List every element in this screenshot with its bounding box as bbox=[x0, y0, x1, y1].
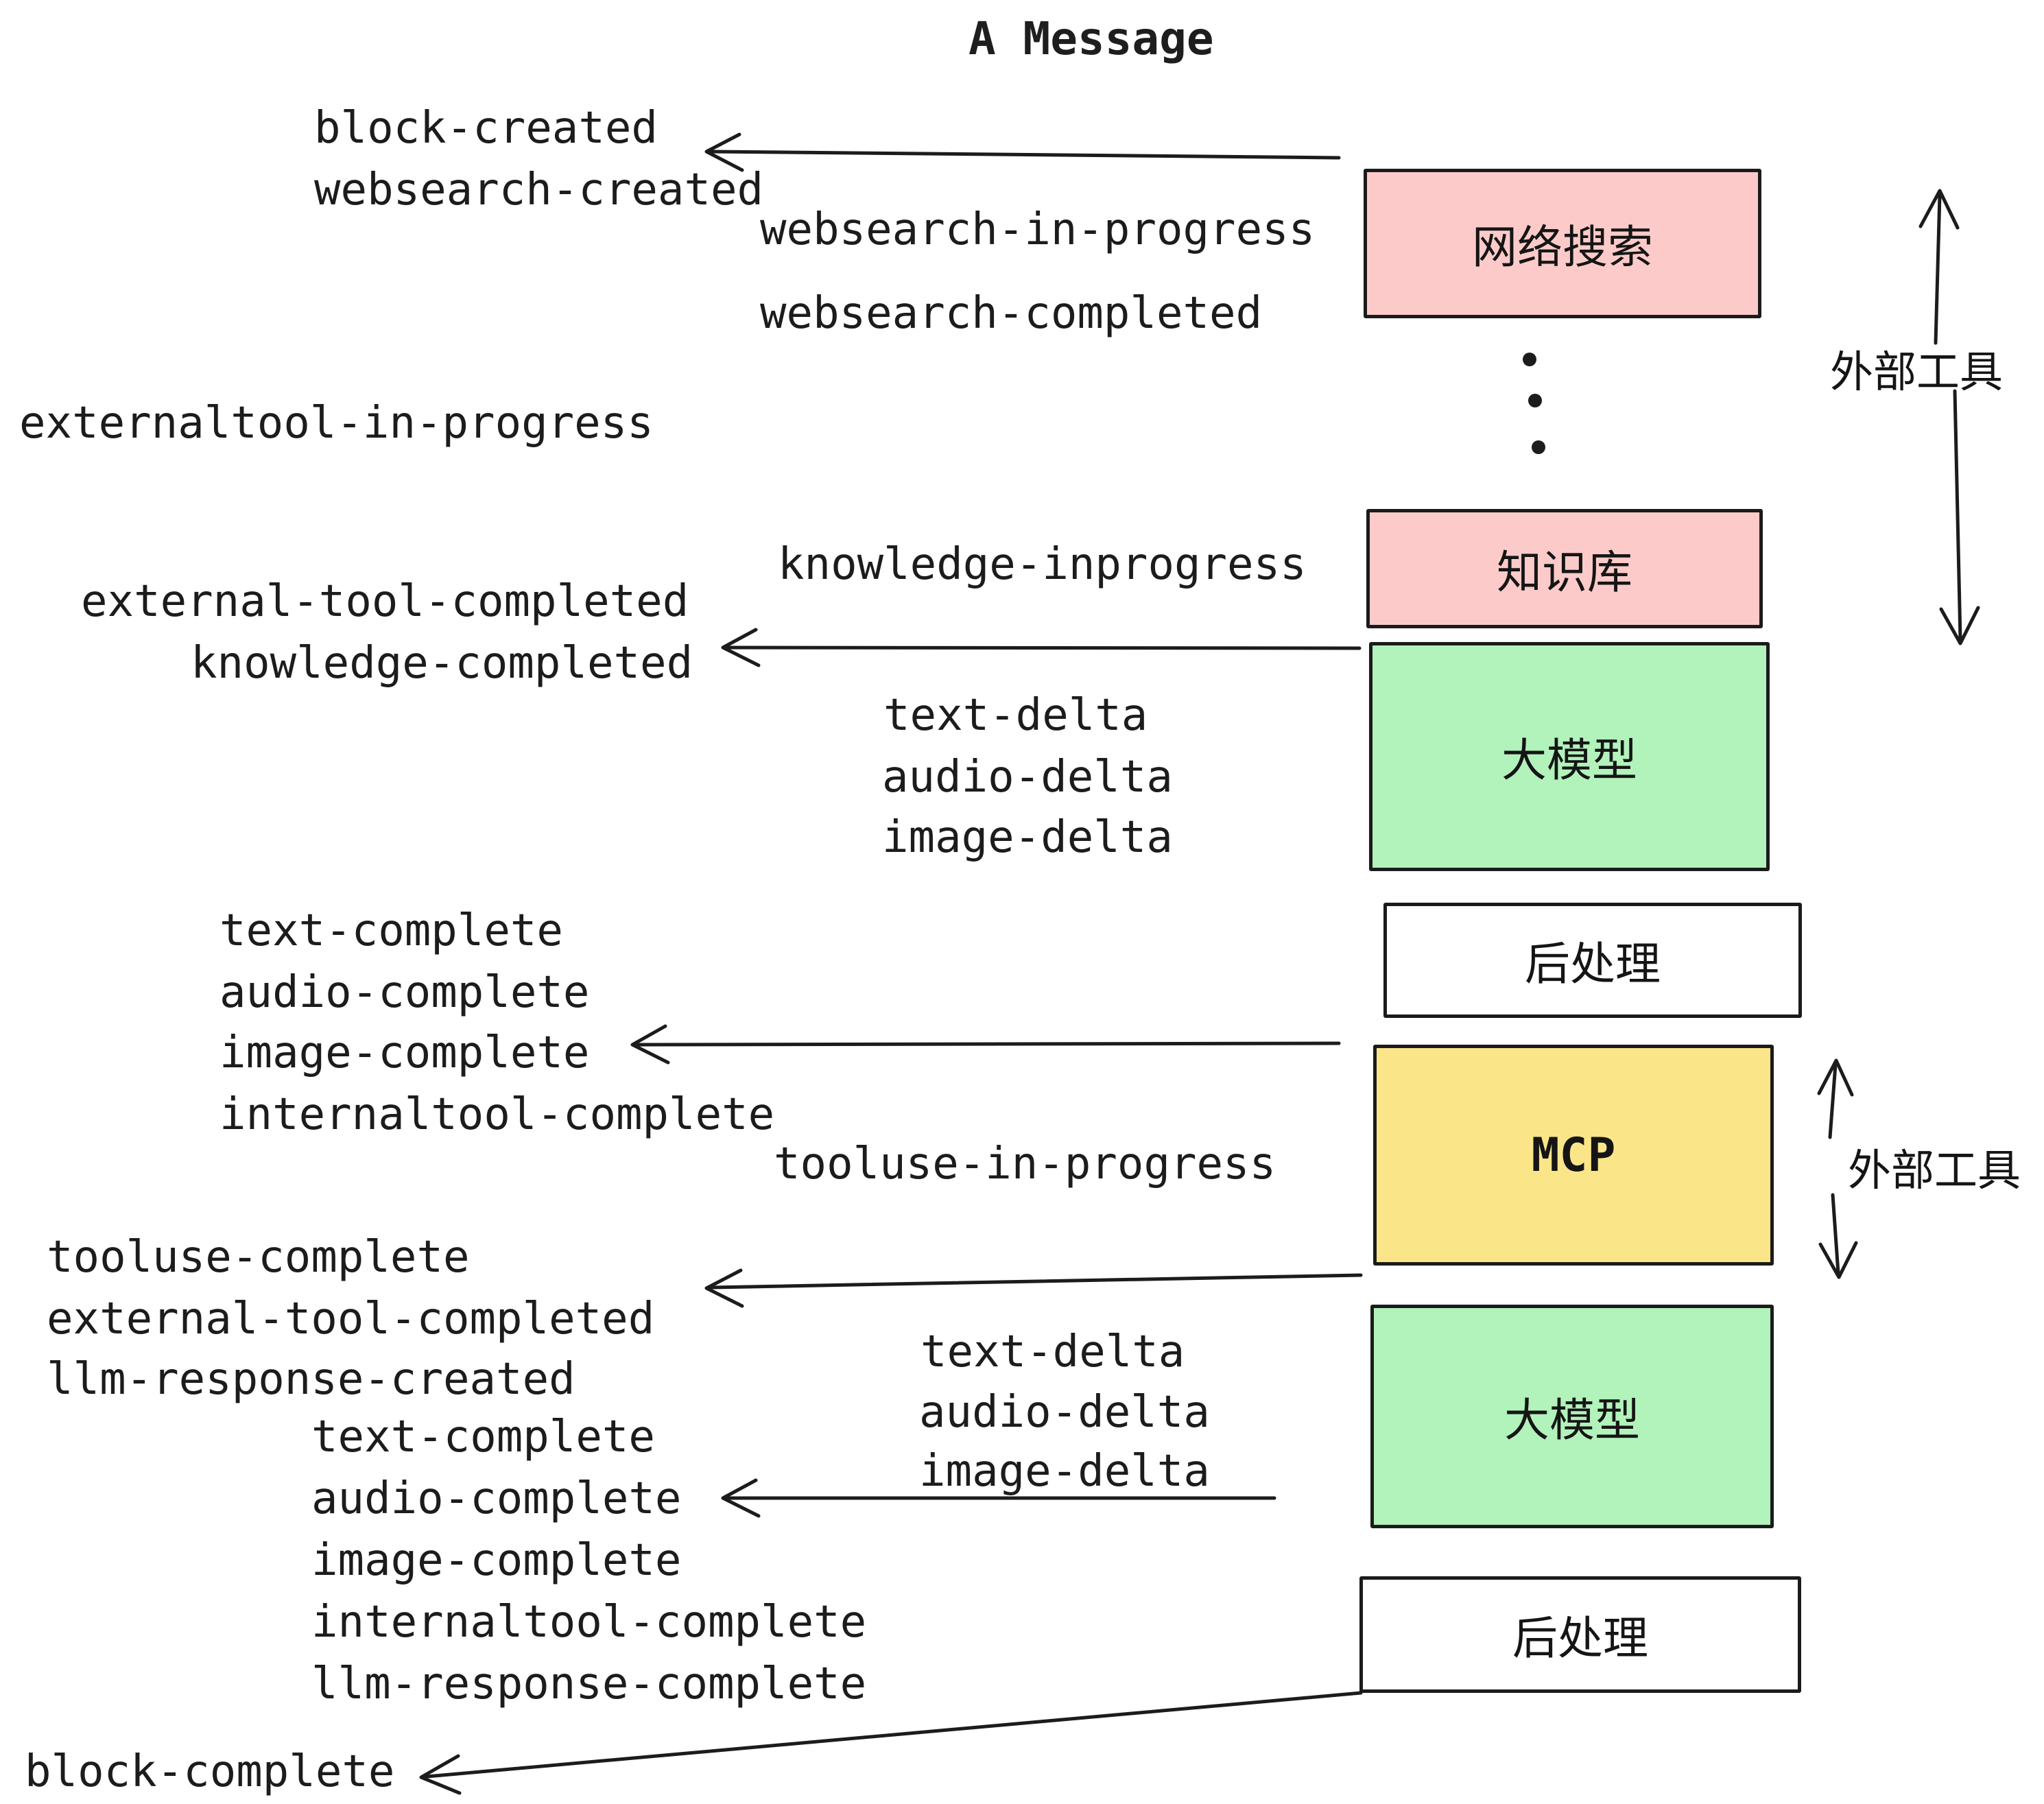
external-tools-up-arrow-top bbox=[1918, 189, 1960, 345]
event-tooluse-complete: tooluse-complete bbox=[47, 1232, 470, 1283]
arrow-to-knowledge-completed bbox=[721, 628, 1362, 667]
event-image-complete-1: image-complete bbox=[219, 1028, 590, 1078]
event-internaltool-complete-2: internaltool-complete bbox=[311, 1597, 867, 1648]
node-llm-2-label: 大模型 bbox=[1504, 1394, 1640, 1447]
event-image-complete-2: image-complete bbox=[311, 1535, 682, 1586]
event-audio-complete-1: audio-complete bbox=[219, 967, 590, 1018]
event-knowledge-completed: knowledge-completed bbox=[191, 638, 693, 689]
external-tools-label-top: 外部工具 bbox=[1830, 347, 2003, 397]
node-knowledge-label: 知识库 bbox=[1497, 546, 1632, 599]
event-text-complete-1: text-complete bbox=[219, 905, 563, 956]
diagram-title: A Message bbox=[968, 12, 1214, 65]
event-externaltool-in-progress: externaltool-in-progress bbox=[19, 398, 654, 449]
event-image-delta-2: image-delta bbox=[919, 1446, 1210, 1497]
event-websearch-created: websearch-created bbox=[314, 165, 764, 215]
event-websearch-completed: websearch-completed bbox=[760, 288, 1263, 339]
arrow-to-tooluse-complete bbox=[704, 1268, 1363, 1308]
external-tools-label-mcp: 外部工具 bbox=[1848, 1146, 2021, 1196]
event-audio-delta-2: audio-delta bbox=[919, 1387, 1210, 1438]
event-block-created: block-created bbox=[314, 103, 658, 154]
event-text-delta-2: text-delta bbox=[920, 1327, 1185, 1377]
event-audio-complete-2: audio-complete bbox=[311, 1473, 682, 1524]
node-postprocess-1: 后处理 bbox=[1383, 903, 1802, 1018]
event-text-complete-2: text-complete bbox=[311, 1412, 655, 1462]
ellipsis-dots bbox=[1523, 353, 1545, 454]
external-tools-up-arrow-mcp bbox=[1817, 1058, 1854, 1139]
event-text-delta-1: text-delta bbox=[883, 690, 1148, 741]
event-tooluse-in-progress: tooluse-in-progress bbox=[774, 1139, 1276, 1189]
node-mcp-label: MCP bbox=[1531, 1128, 1616, 1183]
event-block-complete: block-complete bbox=[25, 1746, 395, 1797]
node-llm-1: 大模型 bbox=[1369, 642, 1770, 871]
node-llm-2: 大模型 bbox=[1370, 1305, 1774, 1528]
external-tools-down-arrow-mcp bbox=[1818, 1193, 1858, 1279]
event-websearch-in-progress: websearch-in-progress bbox=[760, 204, 1316, 255]
node-websearch: 网络搜索 bbox=[1364, 169, 1761, 318]
arrow-to-audio-complete bbox=[721, 1478, 1276, 1518]
node-mcp: MCP bbox=[1373, 1045, 1774, 1266]
node-postprocess-2: 后处理 bbox=[1359, 1576, 1801, 1693]
node-postprocess-2-label: 后处理 bbox=[1512, 1612, 1648, 1665]
event-audio-delta-1: audio-delta bbox=[882, 752, 1173, 803]
event-knowledge-inprogress: knowledge-inprogress bbox=[778, 539, 1307, 590]
event-external-tool-completed-2: external-tool-completed bbox=[47, 1294, 655, 1344]
event-external-tool-completed: external-tool-completed bbox=[81, 576, 689, 627]
arrow-to-image-complete bbox=[630, 1024, 1341, 1065]
event-internaltool-complete-1: internaltool-complete bbox=[219, 1089, 775, 1140]
node-postprocess-1-label: 后处理 bbox=[1525, 938, 1661, 990]
arrow-to-websearch-created bbox=[704, 132, 1341, 172]
event-llm-response-complete: llm-response-complete bbox=[311, 1659, 867, 1709]
arrow-to-block-complete bbox=[419, 1691, 1363, 1795]
node-llm-1-label: 大模型 bbox=[1501, 734, 1637, 787]
node-knowledge: 知识库 bbox=[1366, 509, 1763, 628]
node-websearch-label: 网络搜索 bbox=[1472, 221, 1653, 274]
external-tools-down-arrow-top bbox=[1939, 389, 1980, 645]
event-image-delta-1: image-delta bbox=[882, 812, 1173, 863]
event-llm-response-created: llm-response-created bbox=[47, 1354, 575, 1405]
